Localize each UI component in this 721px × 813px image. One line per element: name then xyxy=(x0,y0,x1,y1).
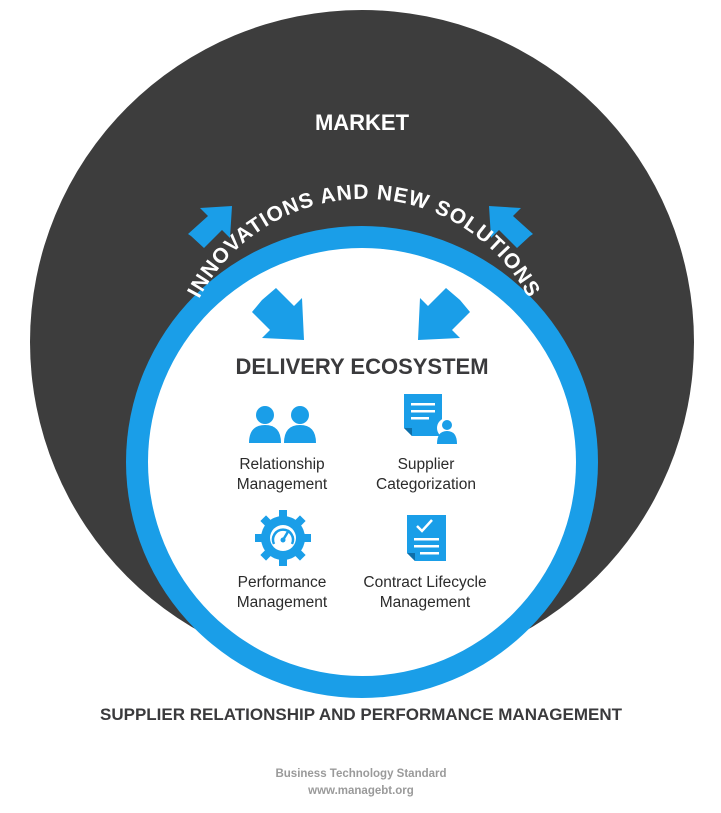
item-supplier-line2: Categorization xyxy=(376,476,476,493)
right-inward-arrow xyxy=(418,288,470,340)
item-contract-line1: Contract Lifecycle xyxy=(363,574,486,591)
footer-line1: Business Technology Standard xyxy=(275,768,446,780)
item-relationship-line1: Relationship xyxy=(239,456,324,473)
item-performance-line2: Management xyxy=(237,594,328,611)
delivery-ecosystem-circle xyxy=(148,248,576,676)
delivery-ecosystem-title: DELIVERY ECOSYSTEM xyxy=(235,354,488,379)
item-supplier-line1: Supplier xyxy=(398,456,455,473)
contract-checklist-icon xyxy=(407,515,446,561)
item-contract-line2: Management xyxy=(380,594,471,611)
gear-gauge-icon xyxy=(255,510,311,566)
bottom-title: SUPPLIER RELATIONSHIP AND PERFORMANCE MA… xyxy=(100,705,623,724)
footer-line2: www.managebt.org xyxy=(307,785,414,797)
left-outward-arrow xyxy=(188,206,232,248)
people-icon xyxy=(249,406,316,443)
item-relationship-line2: Management xyxy=(237,476,328,493)
left-inward-arrow xyxy=(252,288,304,340)
right-outward-arrow xyxy=(489,206,533,248)
market-label: MARKET xyxy=(315,110,410,135)
item-performance-line1: Performance xyxy=(238,574,327,591)
supplier-document-icon xyxy=(404,394,457,444)
